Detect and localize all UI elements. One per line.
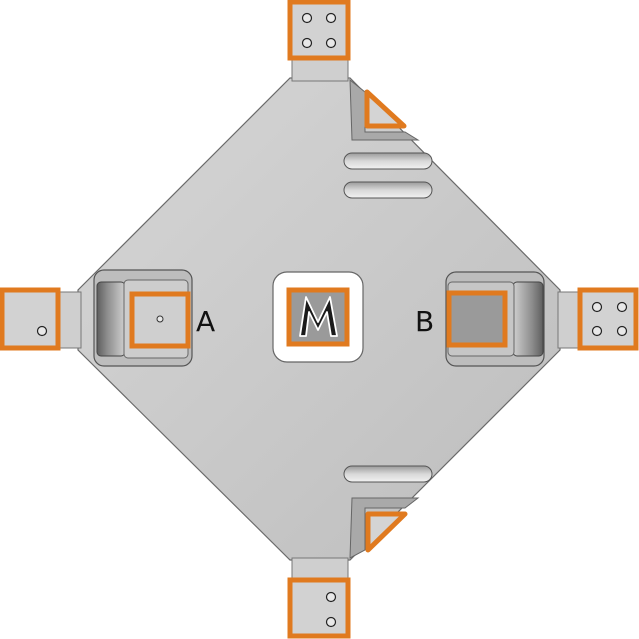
screw-head-icon bbox=[36, 325, 48, 337]
slot bbox=[343, 181, 433, 199]
plate-notch bbox=[67, 354, 79, 366]
holder-channel bbox=[512, 281, 544, 357]
slot bbox=[343, 465, 433, 483]
m-logo-icon bbox=[299, 296, 338, 337]
screw-head-icon bbox=[301, 12, 337, 49]
part-b-label: B bbox=[415, 305, 434, 338]
tab-with-screws-icon bbox=[287, 577, 351, 639]
part-a-holder bbox=[93, 269, 193, 367]
top-corner-bracket bbox=[349, 78, 420, 141]
right-mounting-tab bbox=[557, 287, 639, 351]
upper-slots bbox=[343, 152, 433, 199]
plate-notch bbox=[67, 273, 79, 285]
part-b-pad bbox=[446, 290, 508, 348]
part-b-holder bbox=[445, 271, 545, 367]
tab-with-screws-icon bbox=[287, 0, 351, 61]
plate-notch bbox=[275, 560, 287, 572]
triangle-gusset-icon bbox=[365, 511, 408, 553]
center-logo-window: M bbox=[272, 271, 364, 363]
plate-notch bbox=[351, 67, 363, 79]
plate-notch bbox=[275, 67, 287, 79]
slot bbox=[343, 152, 433, 170]
bottom-corner-bracket bbox=[349, 497, 420, 559]
lower-slot bbox=[343, 465, 433, 483]
screw-head-icon bbox=[591, 301, 628, 337]
left-mounting-tab bbox=[0, 287, 82, 351]
plate-notch bbox=[560, 273, 572, 285]
screw-head-icon bbox=[156, 315, 164, 323]
bottom-mounting-tab bbox=[287, 557, 351, 639]
top-mounting-tab bbox=[287, 0, 351, 82]
plate-notch bbox=[560, 354, 572, 366]
tab-with-screws-icon bbox=[0, 287, 61, 351]
logo-plate bbox=[286, 287, 350, 347]
tab-with-screws-icon bbox=[577, 287, 639, 351]
screw-head-icon bbox=[325, 591, 337, 628]
part-a-label: A bbox=[196, 305, 215, 338]
triangle-gusset-icon bbox=[364, 89, 407, 129]
holder-channel bbox=[96, 281, 126, 357]
bracket-wall bbox=[349, 497, 420, 559]
plate-notch bbox=[351, 560, 363, 572]
